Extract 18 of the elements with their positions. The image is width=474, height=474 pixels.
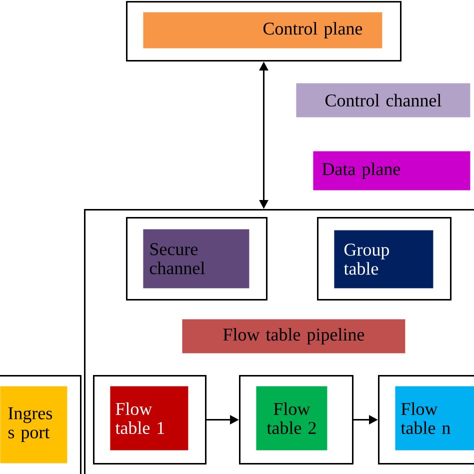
label-box: Ingres s port	[0, 386, 68, 464]
label-box: Control plane	[143, 12, 382, 48]
label-box: Secure channel	[143, 229, 250, 288]
box-frame	[126, 217, 268, 300]
label-box: Flow table 1	[110, 386, 188, 450]
label-box: Group table	[334, 230, 434, 288]
label-box: Flow table 2	[256, 386, 328, 450]
box-frame	[93, 375, 206, 464]
box-frame	[317, 217, 452, 300]
box-frame	[0, 375, 82, 474]
box-frame	[84, 209, 474, 474]
label-box: Data plane	[313, 151, 470, 190]
box-frame	[239, 375, 354, 464]
label-box: Flow table n	[395, 386, 474, 450]
label-box: Control channel	[296, 83, 470, 118]
box-frame	[126, 1, 402, 62]
label-box: Flow table pipeline	[182, 319, 406, 354]
box-frame	[378, 375, 474, 464]
